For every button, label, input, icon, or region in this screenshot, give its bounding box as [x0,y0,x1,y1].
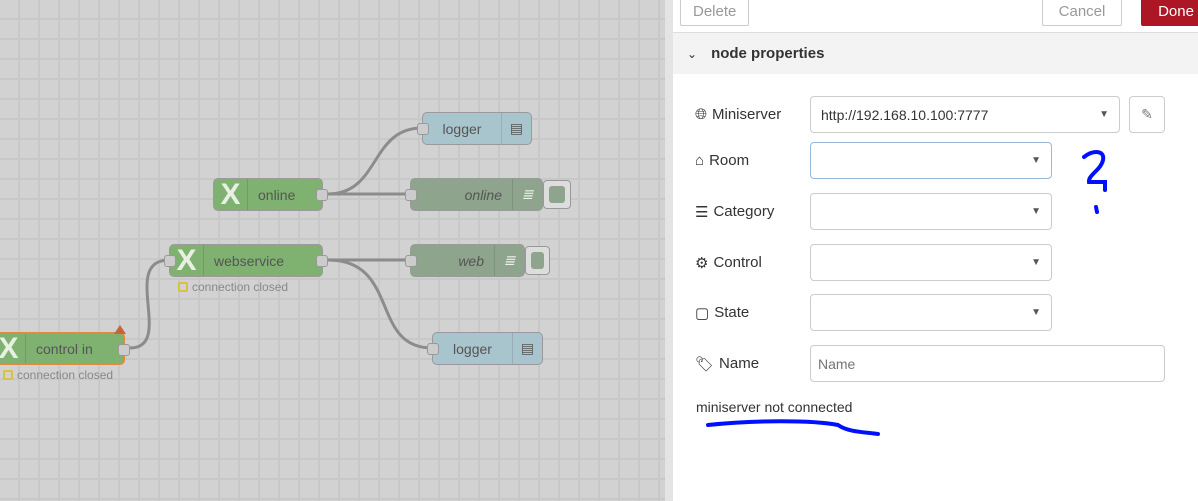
caret-down-icon: ▼ [1031,307,1041,318]
logger-node[interactable]: logger▤ [427,332,543,365]
caret-down-icon: ▼ [1031,155,1041,166]
status-ring-icon [178,282,188,292]
handwritten-annotation [706,150,1107,436]
caret-down-icon: ▼ [1031,206,1041,217]
miniserver-select[interactable]: http://192.168.10.100:7777▼ [810,96,1120,133]
state-select[interactable]: ▼ [810,294,1052,331]
list-icon: ≣ [494,245,524,276]
wires [129,126,433,350]
wire [129,258,170,350]
tag-icon: 🏷︎ [695,355,715,373]
loxone-icon: X [170,244,204,277]
edit-panel: Delete Cancel Done ⌄node properties 🌐︎Mi… [665,0,1198,501]
input-port[interactable] [405,189,417,201]
edit-miniserver-button[interactable]: ✎ [1129,96,1165,133]
output-port[interactable] [316,189,328,201]
debug-toggle-button[interactable] [543,180,571,209]
logger-node[interactable]: logger▤ [417,112,532,145]
node-status: connection closed [178,280,288,294]
loxone-icon: X [214,178,248,211]
file-icon: ▤ [501,113,531,144]
control-select[interactable]: ▼ [810,244,1052,281]
category-select[interactable]: ▼ [810,193,1052,230]
loxone-icon: X [0,332,26,365]
status-message: miniserver not connected [696,399,853,415]
warning-triangle-icon [114,325,126,334]
section-header[interactable]: ⌄node properties [673,32,1198,74]
list-icon: ≣ [512,179,542,210]
sticky-note-icon: ▢ [695,304,710,322]
input-port[interactable] [417,123,429,135]
list-icon: ☰ [695,203,709,221]
input-port[interactable] [427,343,439,355]
output-port[interactable] [118,344,130,356]
input-port[interactable] [164,255,176,267]
globe-icon: 🌐︎ [695,106,708,123]
web-debug-node[interactable]: web≣ [405,244,525,277]
online-debug-node[interactable]: online≣ [405,178,543,211]
done-button[interactable]: Done [1141,0,1198,26]
home-icon: ⌂ [695,152,705,169]
delete-button[interactable]: Delete [680,0,750,26]
output-port[interactable] [316,255,328,267]
wire [327,258,433,350]
debug-toggle-button[interactable] [525,246,550,275]
input-port[interactable] [405,255,417,267]
caret-down-icon: ▼ [1099,109,1109,120]
cancel-button[interactable]: Cancel [1042,0,1122,26]
wire [327,126,423,196]
file-icon: ▤ [512,333,542,364]
chevron-down-icon: ⌄ [687,46,698,61]
cogs-icon: ⚙ [695,254,709,272]
caret-down-icon: ▼ [1031,257,1041,268]
name-input[interactable] [810,345,1165,382]
pencil-icon: ✎ [1141,106,1153,122]
status-ring-icon [3,370,13,380]
room-select[interactable]: ▼ [810,142,1052,179]
node-status: connection closed [3,368,113,382]
